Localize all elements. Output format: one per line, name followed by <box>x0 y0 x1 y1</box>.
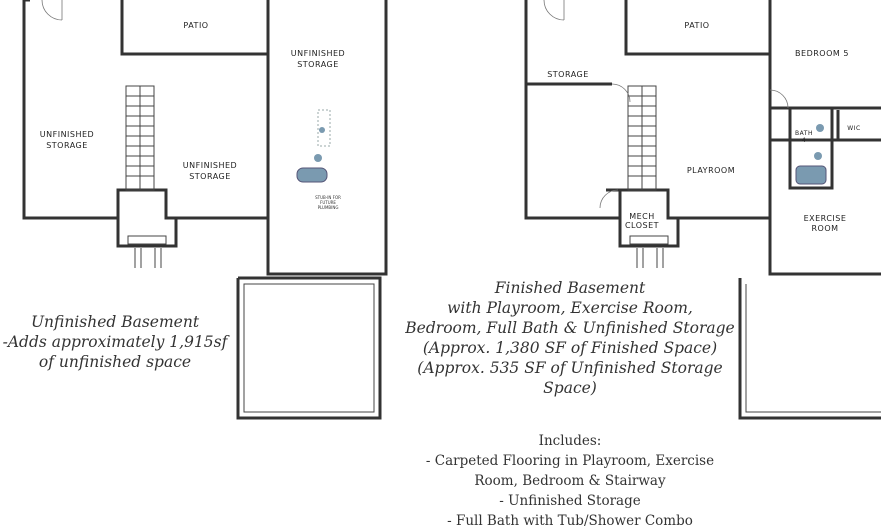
right-patio-label: PATIO <box>684 21 709 30</box>
bath-label-1: BATH <box>795 130 813 137</box>
includes-item-2: Room, Bedroom & Stairway <box>474 473 666 489</box>
right-caption: Finished Basement with Playroom, Exercis… <box>390 278 750 398</box>
right-caption-line-2: with Playroom, Exercise Room, <box>447 299 693 317</box>
bedroom-label: BEDROOM 5 <box>795 49 849 58</box>
left-right-storage-label-1: UNFINISHED <box>291 49 345 58</box>
includes-item-1: - Carpeted Flooring in Playroom, Exercis… <box>425 453 715 469</box>
includes-item-3: - Unfinished Storage <box>499 493 641 509</box>
left-center-storage-label-2: STORAGE <box>189 172 231 181</box>
right-floor-plan <box>524 0 881 420</box>
includes-list: Includes: - Carpeted Flooring in Playroo… <box>380 431 760 531</box>
stub-note-3: PLUMBING <box>318 205 339 210</box>
left-left-storage-label-1: UNFINISHED <box>40 130 94 139</box>
left-patio-label: PATIO <box>183 21 208 30</box>
right-caption-line-3: Bedroom, Full Bath & Unfinished Storage <box>405 319 735 337</box>
includes-item-4: - Full Bath with Tub/Shower Combo <box>447 513 693 529</box>
left-caption: Unfinished Basement -Adds approximately … <box>0 312 230 372</box>
exercise-label-1: EXERCISE <box>804 214 847 223</box>
right-caption-line-6: Space) <box>543 379 597 397</box>
stub-note-1: STUB-IN FOR <box>315 195 341 200</box>
bath-label-2: 4 <box>802 137 806 144</box>
wic-label: WIC <box>847 125 860 132</box>
stub-note-2: FUTURE <box>320 200 336 205</box>
left-caption-line-2: -Adds approximately 1,915sf <box>2 333 228 351</box>
right-storage-label: STORAGE <box>547 70 589 79</box>
left-caption-line-1: Unfinished Basement <box>30 313 200 331</box>
left-floor-plan <box>22 0 388 420</box>
right-caption-line-1: Finished Basement <box>494 279 646 297</box>
left-caption-line-3: of unfinished space <box>38 353 192 371</box>
mech-label-2: CLOSET <box>625 221 659 230</box>
includes-heading: Includes: <box>538 433 602 449</box>
playroom-label: PLAYROOM <box>687 166 735 175</box>
left-center-storage-label-1: UNFINISHED <box>183 161 237 170</box>
left-left-storage-label-2: STORAGE <box>46 141 88 150</box>
left-right-storage-label-2: STORAGE <box>297 60 339 69</box>
right-caption-line-4: (Approx. 1,380 SF of Finished Space) <box>422 339 718 357</box>
mech-label-1: MECH <box>629 212 655 221</box>
exercise-label-2: ROOM <box>811 224 838 233</box>
right-caption-line-5: (Approx. 535 SF of Unfinished Storage <box>417 359 723 377</box>
